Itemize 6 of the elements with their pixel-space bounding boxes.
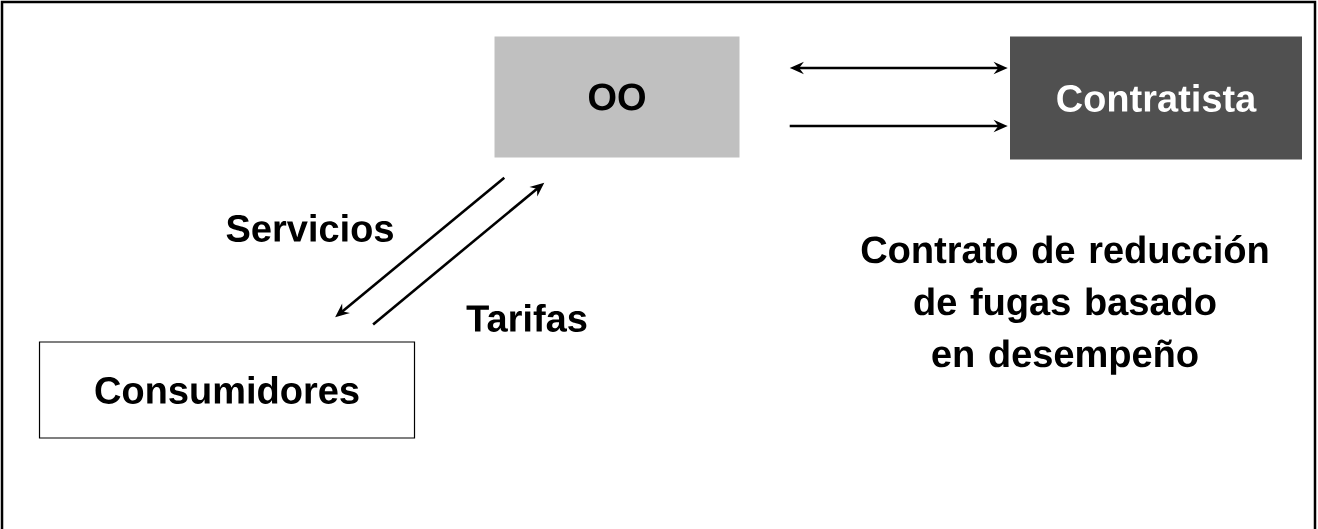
edge-label: Tarifas <box>466 304 587 332</box>
process-box: Contratista <box>1010 36 1302 160</box>
process-box: OO <box>494 36 740 158</box>
note-text: Contrato de reducción de fugas basado en desempeño <box>861 235 1268 375</box>
process-box: Consumidores <box>38 341 416 439</box>
edge-label: Servicios <box>226 214 393 242</box>
